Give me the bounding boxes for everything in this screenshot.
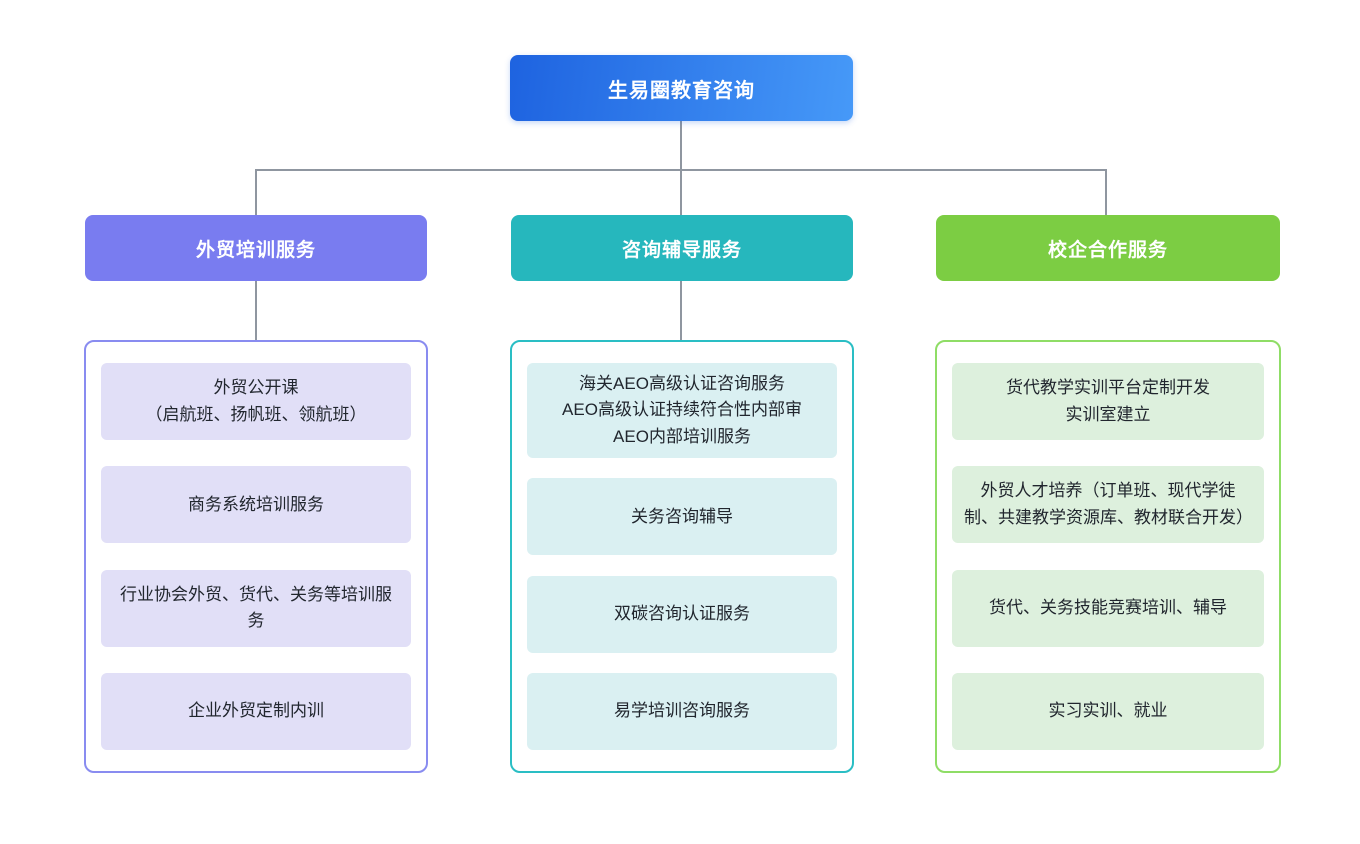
branch-item: 实习实训、就业 (952, 672, 1264, 750)
root-node-label: 生易圈教育咨询 (608, 79, 755, 102)
branch-item: 货代、关务技能竞赛培训、辅导 (952, 569, 1264, 647)
branch-item: 外贸人才培养（订单班、现代学徒制、共建教学资源库、教材联合开发） (952, 466, 1264, 544)
branch-item: 商务系统培训服务 (101, 466, 411, 544)
branch-item: 双碳咨询认证服务 (527, 575, 837, 653)
branch-header-label: 外贸培训服务 (195, 239, 316, 261)
branch-item: 企业外贸定制内训 (101, 672, 411, 750)
connector-branch1-group-drop (255, 281, 257, 340)
branch-group-school-enterprise: 货代教学实训平台定制开发 实训室建立 外贸人才培养（订单班、现代学徒制、共建教学… (935, 340, 1281, 773)
branch-header-school-enterprise: 校企合作服务 (936, 215, 1280, 281)
connector-branch2-group-drop (680, 281, 682, 340)
branch-header-foreign-trade-training: 外贸培训服务 (85, 215, 427, 281)
branch-group-foreign-trade-training: 外贸公开课 （启航班、扬帆班、领航班） 商务系统培训服务 行业协会外贸、货代、关… (84, 340, 428, 773)
connector-branch3-drop (1105, 169, 1107, 215)
connector-root-drop (680, 121, 682, 170)
branch-item: 海关AEO高级认证咨询服务 AEO高级认证持续符合性内部审 AEO内部培训服务 (527, 363, 837, 459)
branch-item: 易学培训咨询服务 (527, 672, 837, 750)
connector-branch1-drop (255, 169, 257, 215)
branch-group-consulting-coaching: 海关AEO高级认证咨询服务 AEO高级认证持续符合性内部审 AEO内部培训服务 … (510, 340, 854, 773)
branch-item: 行业协会外贸、货代、关务等培训服务 (101, 569, 411, 647)
branch-item: 货代教学实训平台定制开发 实训室建立 (952, 363, 1264, 440)
branch-header-label: 校企合作服务 (1047, 239, 1168, 261)
connector-branch2-drop (680, 169, 682, 215)
branch-header-consulting-coaching: 咨询辅导服务 (511, 215, 853, 281)
root-node: 生易圈教育咨询 (510, 55, 853, 121)
branch-item: 关务咨询辅导 (527, 478, 837, 556)
branch-header-label: 咨询辅导服务 (621, 239, 742, 261)
branch-item: 外贸公开课 （启航班、扬帆班、领航班） (101, 363, 411, 440)
